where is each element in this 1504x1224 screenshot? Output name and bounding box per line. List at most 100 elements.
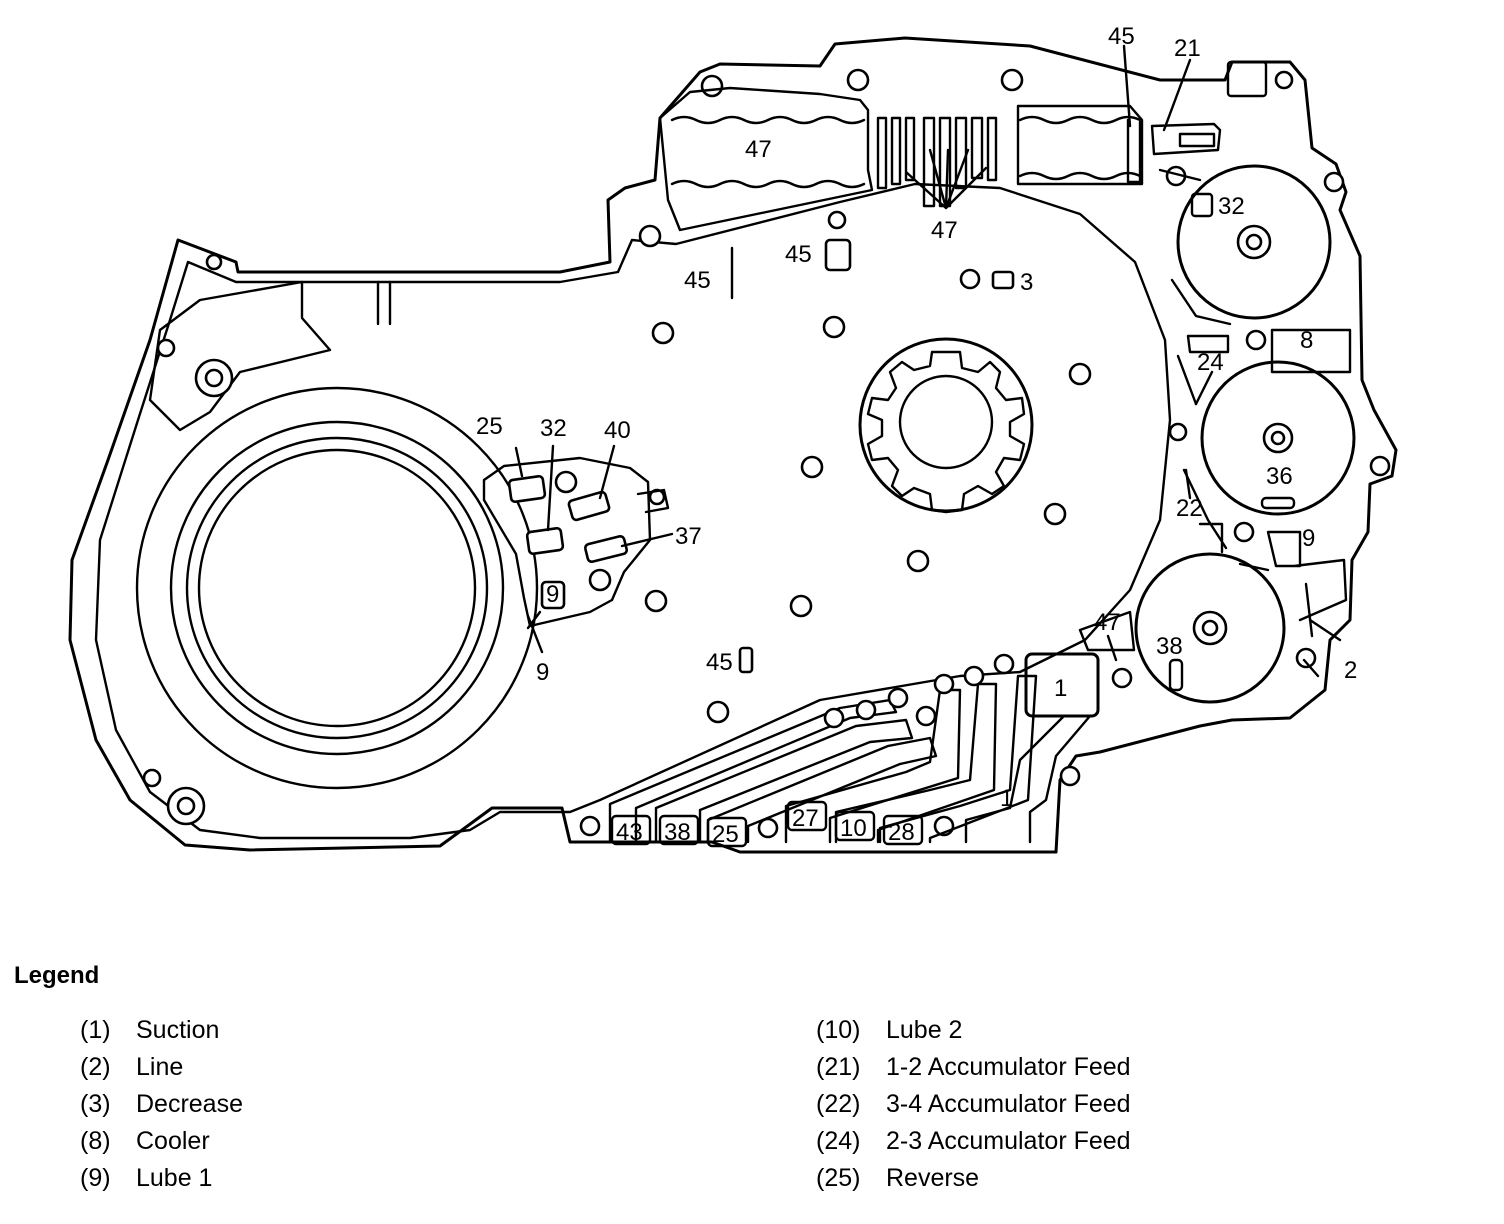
diagram-labels: 45 21 47 47 45 45 3 32 8 24 36 22 9 47 3… <box>476 23 1357 848</box>
passage-port-45-upper <box>824 238 852 272</box>
legend-item-label: Lube 2 <box>886 1016 963 1044</box>
upper-left-notch <box>376 280 392 326</box>
right-drum-38 <box>1134 552 1286 704</box>
passage-hole <box>651 321 675 345</box>
valve-body-block <box>482 456 652 628</box>
bolt-hole <box>700 74 724 98</box>
legend-item-label: 2-3 Accumulator Feed <box>886 1127 1131 1155</box>
label-32-left: 32 <box>540 415 567 442</box>
bolt-hole <box>1245 329 1267 351</box>
bolt-hole <box>1233 521 1255 543</box>
legend-item-number: (3) <box>80 1090 111 1118</box>
legend-item-number: (2) <box>80 1053 111 1081</box>
label-22: 22 <box>1176 495 1203 522</box>
wave-bottom-right <box>1018 171 1142 181</box>
label-25-box: 25 <box>712 821 739 848</box>
upper-left-web <box>148 280 332 432</box>
bore-ring-outer <box>135 386 539 790</box>
passage-hole <box>800 455 824 479</box>
bolt-hole <box>1000 68 1024 92</box>
top-fins <box>876 116 998 210</box>
passage-port-3 <box>991 270 1015 290</box>
label-24: 24 <box>1197 349 1224 376</box>
bolt-hole <box>1059 765 1081 787</box>
label-43-box: 43 <box>616 819 643 846</box>
label-3: 3 <box>1020 269 1033 296</box>
bolt-hole <box>1323 171 1345 193</box>
bolt-hole <box>1168 422 1188 442</box>
bolt-holes <box>142 68 1391 839</box>
legend-item-number: (9) <box>80 1164 111 1192</box>
label-9-outer: 9 <box>536 659 549 686</box>
label-9-right: 9 <box>1302 525 1315 552</box>
bolt-hole <box>1369 455 1391 477</box>
wave-top-left <box>670 115 866 125</box>
legend-item-label: 1-2 Accumulator Feed <box>886 1053 1131 1081</box>
passage-hole <box>1043 502 1067 526</box>
top-block-right <box>1016 104 1144 186</box>
bolt-hole <box>205 253 223 271</box>
label-21-top: 21 <box>1174 35 1201 62</box>
passage-hole <box>959 268 981 290</box>
top-right-passages <box>1126 118 1222 184</box>
label-47-center: 47 <box>931 217 958 244</box>
top-block-left <box>658 86 874 232</box>
legend-title: Legend <box>14 962 100 989</box>
wave-top-right <box>1018 115 1142 125</box>
bore-ring-inner <box>185 436 489 740</box>
label-28-box: 28 <box>888 819 915 846</box>
label-2: 2 <box>1344 657 1357 684</box>
label-45-upper: 45 <box>785 241 812 268</box>
label-37: 37 <box>675 523 702 550</box>
legend-item-number: (22) <box>816 1090 861 1118</box>
valve-body-ports <box>507 470 670 610</box>
passage-hole <box>789 594 813 618</box>
passage-hole <box>706 700 730 724</box>
label-36: 36 <box>1266 463 1293 490</box>
wave-bottom-left <box>670 179 866 189</box>
legend-item-number: (8) <box>80 1127 111 1155</box>
case-outer-outline <box>68 36 1398 854</box>
label-10-box: 10 <box>840 815 867 842</box>
label-1-box: 1 <box>1054 675 1067 702</box>
label-8: 8 <box>1300 327 1313 354</box>
legend-item-number: (24) <box>816 1127 861 1155</box>
label-47-left: 47 <box>745 136 772 163</box>
bolt-hole <box>142 768 162 788</box>
bottom-passage-fan <box>608 652 1100 848</box>
bore-ring-mid <box>169 420 505 756</box>
legend-item-label: Decrease <box>136 1090 243 1118</box>
bolt-hole <box>156 338 176 358</box>
bolt-hole <box>846 68 870 92</box>
case-inner-outline <box>94 182 1172 840</box>
legend-item-number: (10) <box>816 1016 861 1044</box>
transmission-case-passage-diagram: 45 21 47 47 45 45 3 32 8 24 36 22 9 47 3… <box>68 23 1398 854</box>
label-1-lower: 1 <box>1000 785 1013 812</box>
passage-hole <box>644 589 668 613</box>
legend-item-label: Reverse <box>886 1164 980 1192</box>
bolt-hole <box>579 815 601 837</box>
leader-lines <box>514 44 1342 662</box>
bolt-hole <box>1295 647 1317 669</box>
bolt-hole <box>1111 667 1133 689</box>
bolt-hole <box>176 796 196 816</box>
bolt-hole <box>827 210 847 230</box>
right-web <box>1078 168 1352 678</box>
bolt-hole <box>204 368 224 388</box>
label-47-lower: 47 <box>1094 609 1121 636</box>
bolt-hole <box>1274 70 1294 90</box>
legend-item-label: 3-4 Accumulator Feed <box>886 1090 1131 1118</box>
label-40: 40 <box>604 417 631 444</box>
label-38-right: 38 <box>1156 633 1183 660</box>
right-drum-32 <box>1176 164 1332 320</box>
right-drum-36 <box>1200 360 1356 516</box>
legend-item-number: (25) <box>816 1164 861 1192</box>
label-45-top: 45 <box>1108 23 1135 50</box>
top-right-tab <box>1226 60 1268 98</box>
passage-holes <box>644 238 1092 724</box>
label-25-left: 25 <box>476 413 503 440</box>
label-27-box: 27 <box>792 805 819 832</box>
legend-item-label: Suction <box>136 1016 220 1044</box>
passage-hole <box>1068 362 1092 386</box>
legend-item-label: Line <box>136 1053 184 1081</box>
